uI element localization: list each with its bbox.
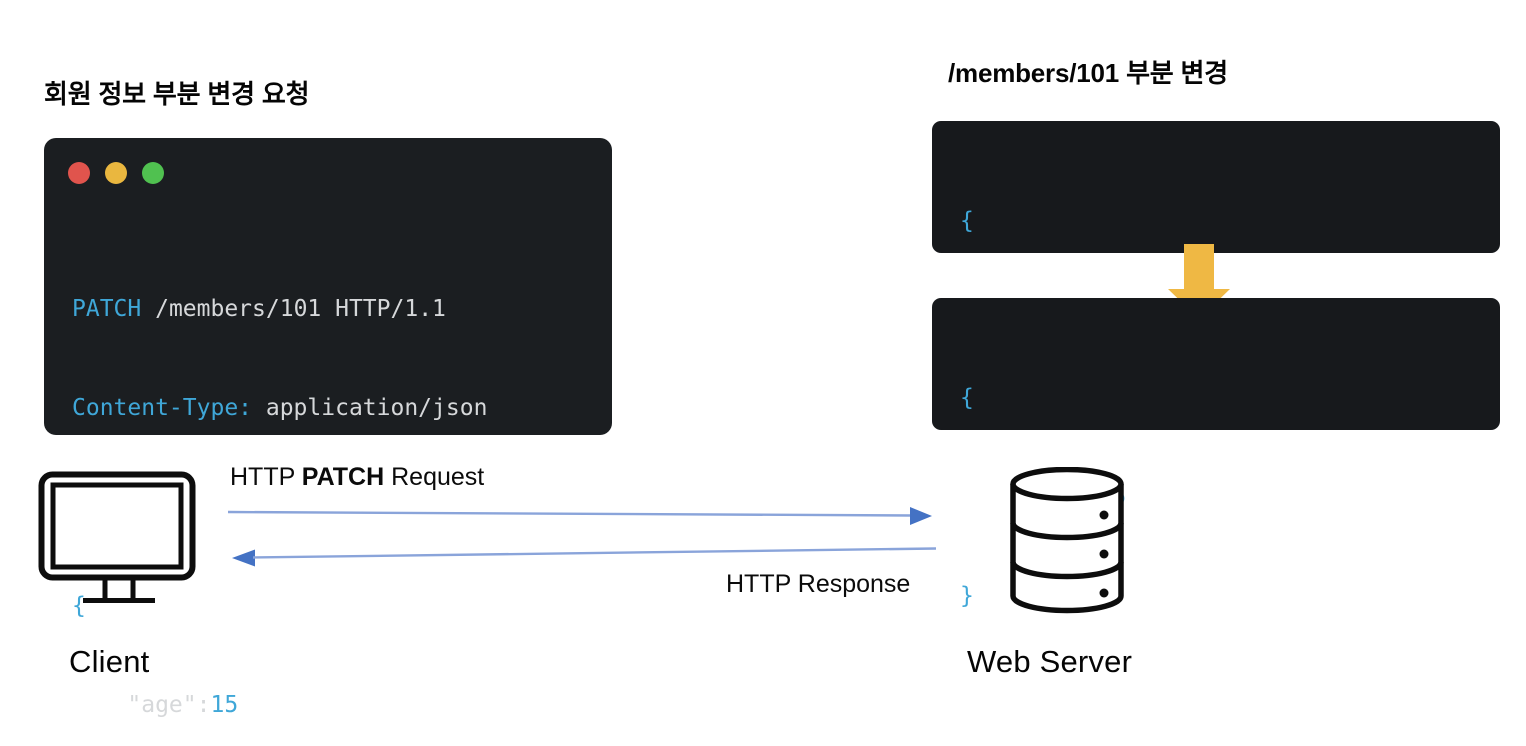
request-terminal-window: PATCH /members/101 HTTP/1.1 Content-Type… — [44, 138, 612, 718]
right-title: /members/101 부분 변경 — [948, 58, 1228, 88]
json-open: { — [72, 593, 86, 619]
database-icon — [1010, 467, 1124, 614]
json-open: { — [960, 385, 974, 411]
request-code: PATCH /members/101 HTTP/1.1 Content-Type… — [72, 227, 487, 746]
json-key: "age": — [72, 692, 211, 718]
json-open: { — [960, 208, 974, 234]
header-value: application/json — [252, 395, 488, 421]
header-key: Content-Type: — [72, 395, 253, 421]
right-arrow-icon — [227, 507, 932, 525]
json-value: 15 — [210, 692, 239, 718]
request-line: PATCH /members/101 HTTP/1.1 — [72, 293, 487, 326]
window-controls — [68, 162, 164, 184]
request-method: PATCH — [301, 463, 385, 491]
json-property: "age":15 — [72, 689, 487, 722]
http-method: PATCH — [72, 296, 142, 322]
client-label: Client — [69, 644, 150, 679]
left-arrow-icon — [232, 547, 937, 567]
close-icon — [68, 162, 90, 184]
server-state-after: { "age":15 } — [932, 298, 1500, 609]
json-close: } — [960, 583, 974, 609]
left-title: 회원 정보 부분 변경 요청 — [44, 79, 310, 109]
server-label: Web Server — [967, 644, 1133, 679]
request-arrow-label: HTTP PATCH Request — [230, 463, 485, 491]
server-state-before: { "age":50 } — [932, 121, 1500, 432]
header-line: Content-Type: application/json — [72, 392, 487, 425]
request-target: /members/101 HTTP/1.1 — [141, 296, 446, 322]
response-arrow-label: HTTP Response — [726, 570, 911, 598]
minimize-icon — [105, 162, 127, 184]
monitor-icon — [38, 471, 196, 603]
zoom-icon — [142, 162, 164, 184]
